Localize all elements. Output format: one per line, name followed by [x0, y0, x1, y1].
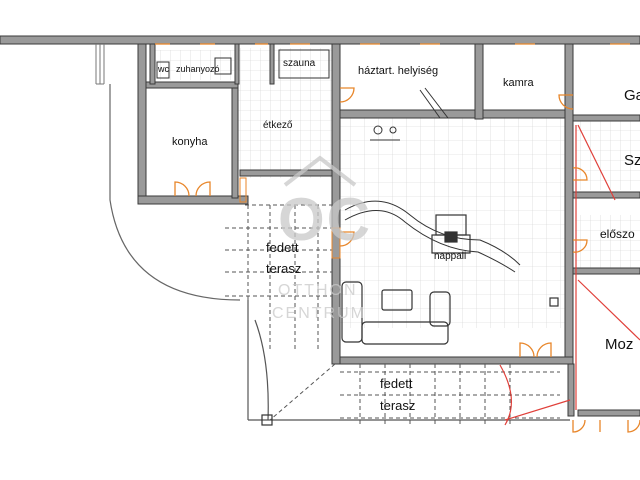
label-haztartasi: háztart. helyiség — [358, 65, 438, 77]
walls — [0, 35, 640, 417]
watermark-logo: OC — [278, 186, 372, 253]
terrace-2-grid — [269, 363, 560, 425]
label-garage-partial: Ga — [624, 87, 640, 104]
sofa-icon — [341, 281, 559, 345]
watermark-line1: OTTHON — [278, 282, 358, 299]
label-terrace-1-line1: fedett — [266, 240, 299, 255]
terrace-1-grid — [225, 204, 332, 350]
red-outline — [499, 124, 640, 426]
label-etkezo: étkező — [263, 120, 293, 131]
stair-railing — [95, 44, 105, 85]
fireplace-icon — [431, 214, 471, 254]
label-room-partial: Sz — [624, 152, 640, 169]
curved-path — [109, 84, 241, 301]
label-eloszoba-partial: előszo — [600, 227, 635, 241]
label-zuhanyozo: zuhanyozó — [176, 64, 220, 74]
label-nappali: nappali — [434, 251, 466, 262]
room-labels: wc zuhanyozó szauna háztart. helyiség ka… — [157, 58, 640, 413]
label-konyha: konyha — [172, 136, 208, 148]
label-szauna: szauna — [283, 58, 316, 69]
tiled-floors — [155, 48, 640, 328]
label-terrace-2-line1: fedett — [380, 376, 413, 391]
watermark: OC OTTHON CENTRUM — [272, 155, 372, 322]
label-mozi-partial: Moz — [605, 336, 633, 353]
label-kamra: kamra — [503, 77, 534, 89]
label-wc: wc — [157, 64, 169, 74]
house-roof-icon — [283, 155, 357, 187]
label-terrace-1-line2: terasz — [266, 261, 301, 276]
staircase — [344, 87, 521, 273]
label-terrace-2-line2: terasz — [380, 398, 415, 413]
watermark-line2: CENTRUM — [272, 305, 366, 322]
terrace-boundary — [247, 300, 570, 426]
bathroom-fixtures — [156, 49, 330, 79]
